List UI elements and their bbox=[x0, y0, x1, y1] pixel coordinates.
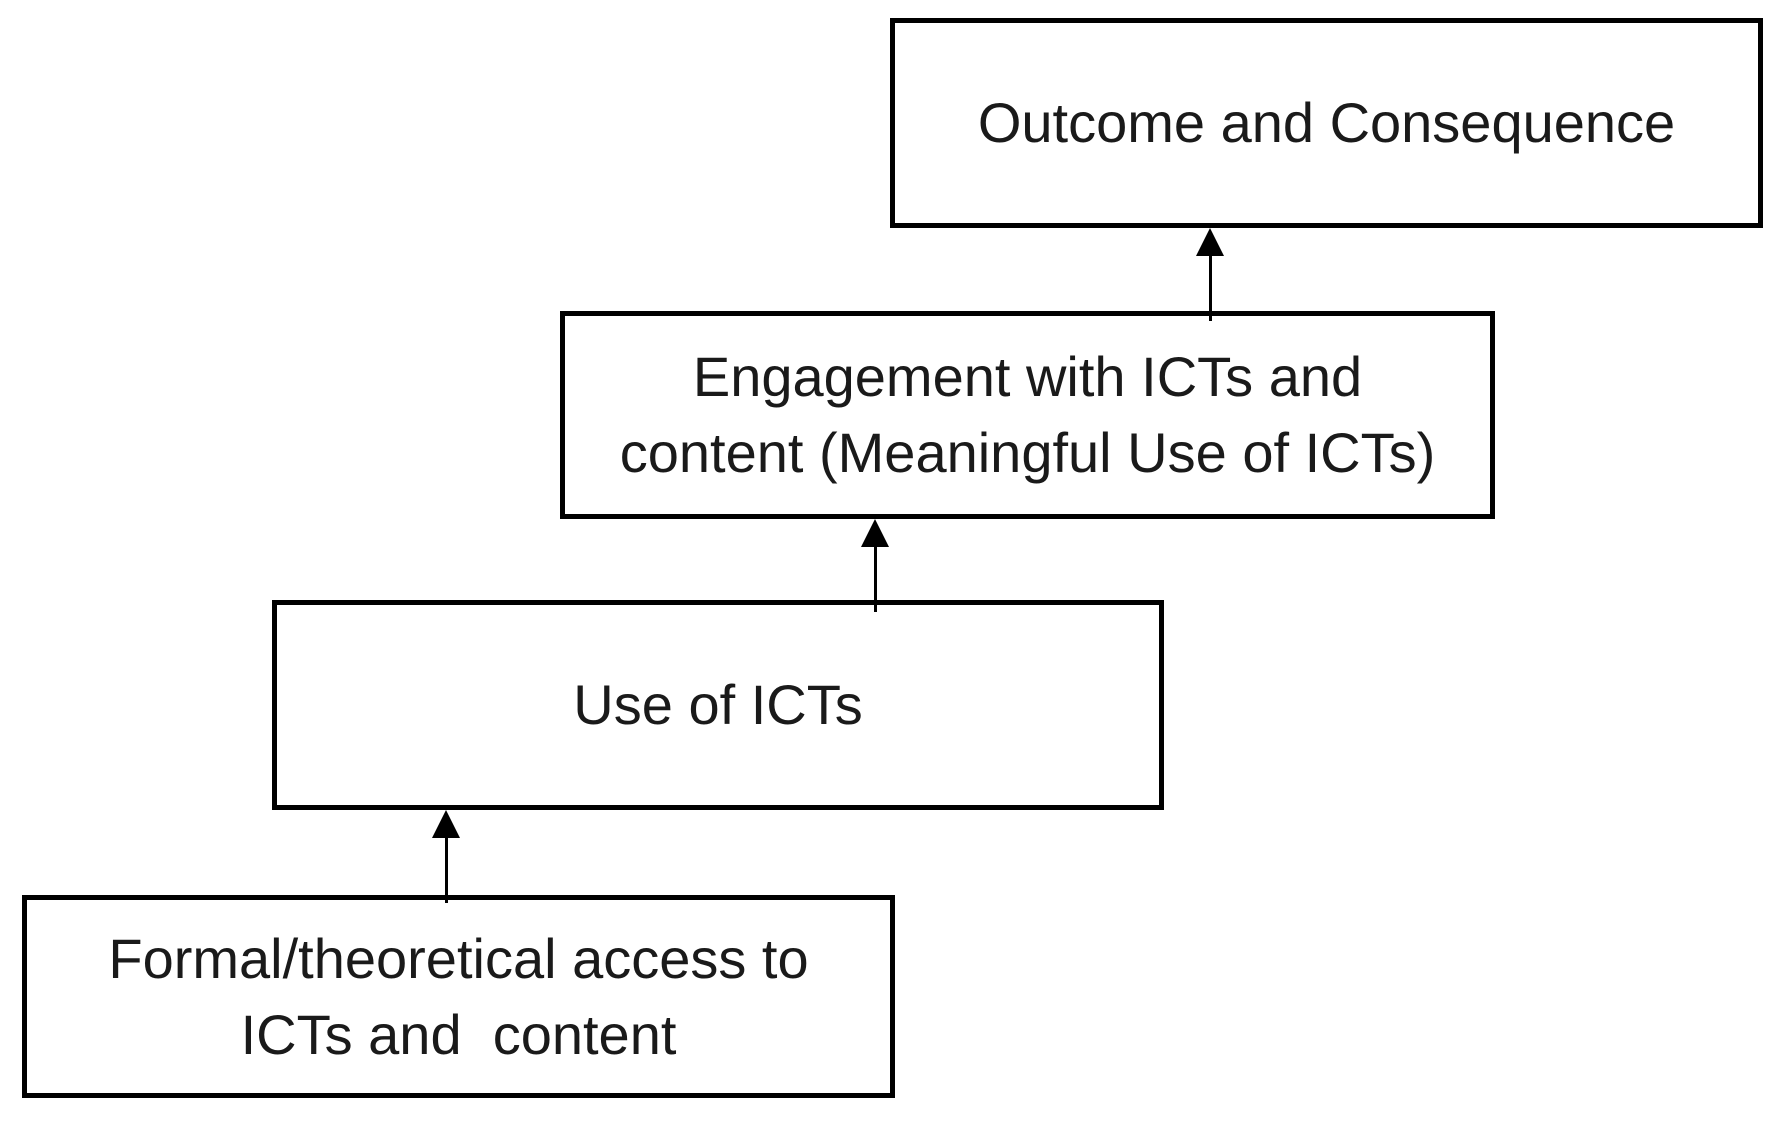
node-label-line: ICTs and content bbox=[240, 1002, 677, 1066]
arrow-up-icon bbox=[861, 519, 889, 612]
arrow-shaft bbox=[444, 832, 448, 903]
node-label-line: Formal/theoretical access to bbox=[108, 926, 809, 990]
node-label-line: content (Meaningful Use of ICTs) bbox=[619, 421, 1436, 484]
arrow-shaft bbox=[1208, 250, 1212, 321]
arrow-up-icon bbox=[1196, 228, 1224, 321]
node-use-of-icts: Use of ICTs bbox=[272, 600, 1164, 810]
node-label-line: Outcome and Consequence bbox=[977, 91, 1676, 154]
arrow-shaft bbox=[873, 541, 877, 612]
arrow-up-icon bbox=[432, 810, 460, 903]
node-outcome-and-consequence: Outcome and Consequence bbox=[890, 18, 1763, 228]
node-label-line: Engagement with ICTs and bbox=[692, 345, 1363, 408]
node-label-line: Use of ICTs bbox=[573, 673, 863, 736]
node-formal-theoretical-access: Formal/theoretical access to ICTs and co… bbox=[22, 895, 895, 1098]
node-engagement-with-icts: Engagement with ICTs and content (Meanin… bbox=[560, 311, 1495, 519]
